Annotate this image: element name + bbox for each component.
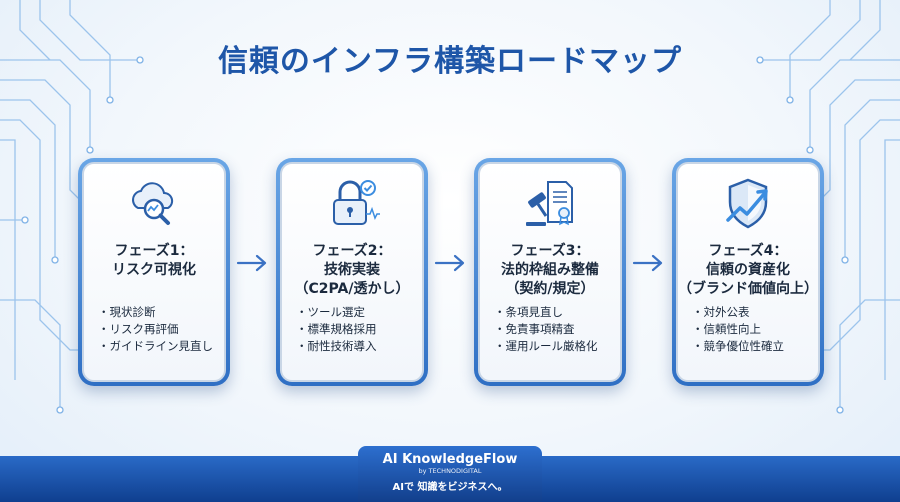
brand-tagline: AIで 知識をビジネスへ。 [392,482,508,493]
list-item: 現状診断 [98,304,218,321]
phase-heading: フェーズ1： リスク可視化 [112,243,196,278]
arrow-right-icon [632,254,663,272]
phase-item-list: 条項見直し 免責事項精査 運用ルール厳格化 [494,304,614,355]
phase-heading: フェーズ3： 法的枠組み整備 （契約/規定） [501,243,599,297]
phase-card-3: フェーズ3： 法的枠組み整備 （契約/規定） 条項見直し 免責事項精査 運用ルー… [474,158,626,386]
list-item: 耐性技術導入 [296,338,416,355]
padlock-check-icon [333,180,380,225]
list-item: 対外公表 [692,304,812,321]
phase-heading: フェーズ4： 信頼の資産化 （ブランド価値向上） [678,243,818,297]
phase-card-4: フェーズ4： 信頼の資産化 （ブランド価値向上） 対外公表 信頼性向上 競争優位… [672,158,824,386]
shield-growth-icon [726,178,768,229]
phase-card-1: フェーズ1： リスク可視化 現状診断 リスク再評価 ガイドライン見直し [78,158,230,386]
brand-name: AI KnowledgeFlow [382,452,518,467]
phase-item-list: 現状診断 リスク再評価 ガイドライン見直し [98,304,218,355]
brand-byline: by TECHNODIGITAL [418,467,482,475]
list-item: 運用ルール厳格化 [494,338,614,355]
phase-item-list: ツール選定 標準規格採用 耐性技術導入 [296,304,416,355]
list-item: リスク再評価 [98,321,218,338]
list-item: 信頼性向上 [692,321,812,338]
list-item: ツール選定 [296,304,416,321]
list-item: 条項見直し [494,304,614,321]
list-item: ガイドライン見直し [98,338,218,355]
phase-card-2: フェーズ2： 技術実装 （C2PA/透かし） ツール選定 標準規格採用 耐性技術… [276,158,428,386]
gavel-document-icon [526,181,573,226]
footer-brand-badge: AI KnowledgeFlow by TECHNODIGITAL AIで 知識… [358,446,542,502]
phase-heading: フェーズ2： 技術実装 （C2PA/透かし） [294,243,410,297]
list-item: 免責事項精査 [494,321,614,338]
cloud-search-icon [132,182,174,225]
list-item: 競争優位性確立 [692,338,812,355]
list-item: 標準規格採用 [296,321,416,338]
page-title: 信頼のインフラ構築ロードマップ [217,44,683,79]
arrow-right-icon [236,254,267,272]
phase-item-list: 対外公表 信頼性向上 競争優位性確立 [692,304,812,355]
arrow-right-icon [434,254,465,272]
